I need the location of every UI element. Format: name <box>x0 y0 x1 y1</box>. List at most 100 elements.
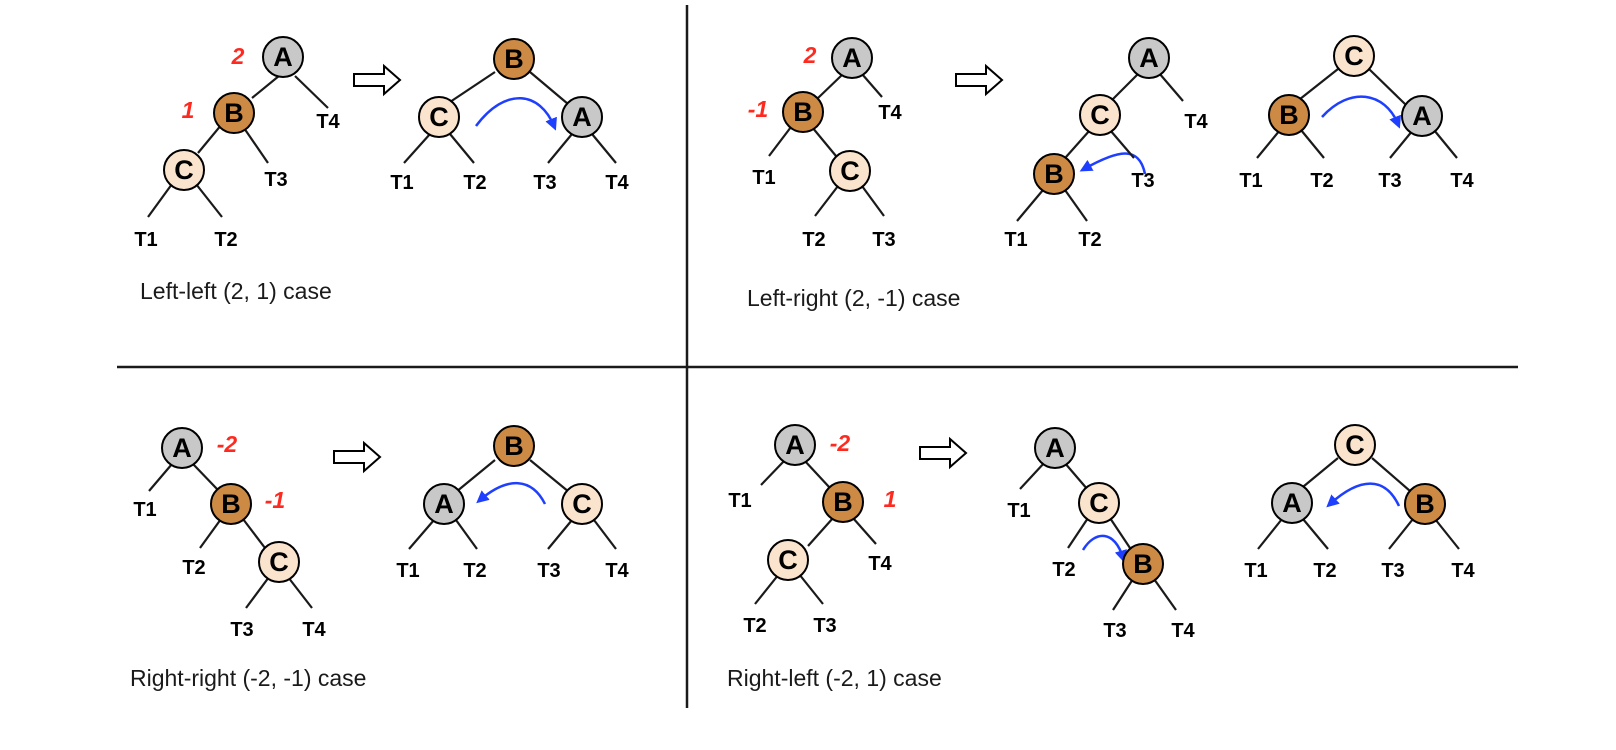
subtree-label: T3 <box>533 172 556 194</box>
balance-factor: 2 <box>803 42 817 68</box>
node-label: B <box>1133 549 1153 579</box>
subtree-label: T3 <box>1103 620 1126 642</box>
rotation-arrow-icon <box>475 97 557 131</box>
node-label: A <box>572 102 592 132</box>
node-b <box>493 425 535 467</box>
node-label: C <box>1089 488 1109 518</box>
subtree-label: T2 <box>463 560 486 582</box>
subtree-label: T1 <box>752 167 775 189</box>
subtree-label: T4 <box>316 111 340 133</box>
node-label: C <box>429 102 449 132</box>
node-c <box>1333 35 1375 77</box>
case-caption: Left-right (2, -1) case <box>747 285 960 311</box>
case-right-left: A B C -2 1 T1 T2 T3 T4 A C B T1 T2 <box>727 424 1476 691</box>
subtree-label: T4 <box>1171 620 1195 642</box>
subtree-label: T1 <box>1004 229 1027 251</box>
subtree-label: T1 <box>133 499 156 521</box>
subtree-label: T2 <box>802 229 825 251</box>
node-label: B <box>833 487 853 517</box>
node-label: B <box>1415 489 1435 519</box>
node-label: B <box>221 489 241 519</box>
balance-factor: -1 <box>748 96 768 122</box>
subtree-label: T2 <box>214 229 237 251</box>
subtree-label: T2 <box>1313 560 1336 582</box>
node-label: B <box>224 98 244 128</box>
subtree-label: T4 <box>1184 111 1208 133</box>
node-label: C <box>1345 430 1365 460</box>
node-label: B <box>793 97 813 127</box>
rotation-arrow-icon <box>476 482 547 505</box>
balance-factor: -2 <box>830 430 851 456</box>
node-b <box>1033 153 1075 195</box>
transition-arrow-icon <box>353 63 402 97</box>
subtree-label: T4 <box>878 102 902 124</box>
case-right-right: A B C -2 -1 T1 T2 T3 T4 B A C T1 T2 <box>130 425 630 691</box>
node-label: C <box>174 155 194 185</box>
rotation-arrow-icon <box>1326 482 1401 508</box>
node-b <box>1268 94 1310 136</box>
subtree-label: T3 <box>813 615 836 637</box>
tree-before: A B C -2 -1 T1 T2 T3 T4 <box>133 427 327 641</box>
subtree-label: T3 <box>872 229 895 251</box>
subtree-label: T3 <box>1378 170 1401 192</box>
subtree-label: T4 <box>868 553 892 575</box>
transition-arrow-icon <box>333 440 382 474</box>
subtree-label: T4 <box>1450 170 1474 192</box>
tree-after-step-2: C B A T1 T2 T3 T4 <box>1239 35 1475 192</box>
node-c <box>561 483 603 525</box>
subtree-label: T1 <box>390 172 413 194</box>
case-left-right: A B C 2 -1 T1 T2 T3 T4 A C B T1 T2 <box>747 35 1475 311</box>
transition-arrow-icon <box>919 436 968 470</box>
subtree-label: T2 <box>743 615 766 637</box>
balance-factor: 1 <box>182 97 195 123</box>
node-a <box>161 427 203 469</box>
node-a <box>1271 482 1313 524</box>
tree-before: A B C 2 -1 T1 T2 T3 T4 <box>748 37 903 251</box>
node-label: A <box>1412 101 1432 131</box>
node-b <box>493 38 535 80</box>
node-a <box>423 483 465 525</box>
subtree-label: T3 <box>264 169 287 191</box>
case-caption: Right-left (-2, 1) case <box>727 665 942 691</box>
node-label: B <box>1044 159 1064 189</box>
tree-before: A B C -2 1 T1 T2 T3 T4 <box>728 424 897 637</box>
case-left-left: A B C 2 1 T1 T2 T3 T4 B C A T1 T2 <box>134 36 630 304</box>
node-label: A <box>273 42 293 72</box>
subtree-label: T4 <box>605 560 629 582</box>
node-label: A <box>1282 488 1302 518</box>
subtree-label: T2 <box>463 172 486 194</box>
tree-after: B A C T1 T2 T3 T4 <box>396 425 630 582</box>
node-c <box>829 150 871 192</box>
balance-factor: 1 <box>884 486 897 512</box>
subtree-label: T2 <box>182 557 205 579</box>
subtree-label: T3 <box>537 560 560 582</box>
node-b <box>782 91 824 133</box>
case-caption: Right-right (-2, -1) case <box>130 665 366 691</box>
node-label: A <box>842 43 862 73</box>
subtree-label: T3 <box>1381 560 1404 582</box>
node-c <box>767 539 809 581</box>
tree-after-step-1: A C B T1 T2 T3 T4 <box>1004 37 1209 251</box>
node-label: A <box>172 433 192 463</box>
node-label: A <box>1045 433 1065 463</box>
subtree-label: T4 <box>605 172 629 194</box>
node-b <box>213 92 255 134</box>
subtree-label: T3 <box>230 619 253 641</box>
node-c <box>163 149 205 191</box>
node-a <box>262 36 304 78</box>
node-label: C <box>572 489 592 519</box>
node-label: C <box>778 545 798 575</box>
node-a <box>774 424 816 466</box>
rotation-arrow-icon <box>1079 152 1147 175</box>
subtree-label: T1 <box>728 490 751 512</box>
subtree-label: T1 <box>396 560 419 582</box>
subtree-label: T2 <box>1078 229 1101 251</box>
node-b <box>210 483 252 525</box>
node-c <box>1079 94 1121 136</box>
node-label: B <box>1279 100 1299 130</box>
node-c <box>418 96 460 138</box>
node-label: A <box>785 430 805 460</box>
tree-before: A B C 2 1 T1 T2 T3 T4 <box>134 36 341 251</box>
subtree-label: T1 <box>1007 500 1030 522</box>
node-label: C <box>840 156 860 186</box>
